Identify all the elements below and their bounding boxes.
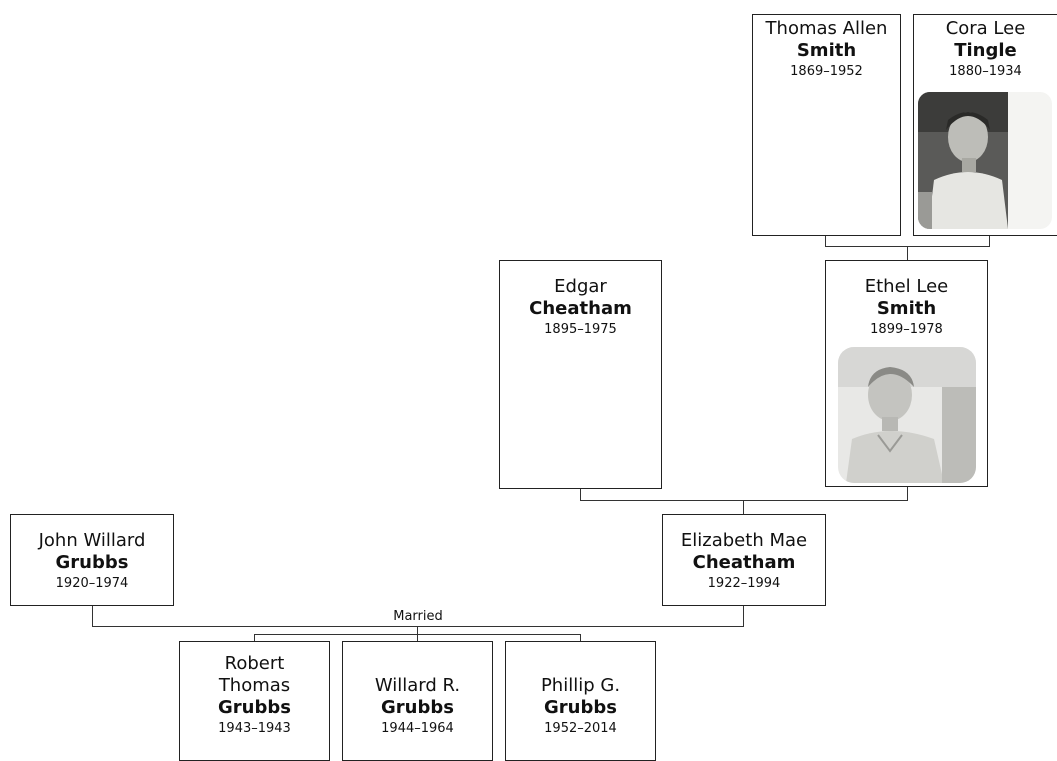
surname: Grubbs	[218, 697, 291, 718]
connector	[580, 500, 908, 501]
given-name: John Willard	[38, 530, 146, 551]
life-dates: 1944–1964	[381, 721, 454, 736]
given-name: Phillip G.	[540, 675, 621, 696]
surname: Cheatham	[529, 298, 632, 319]
marriage-label: Married	[393, 609, 443, 624]
surname: Cheatham	[692, 552, 796, 573]
connector	[92, 605, 93, 626]
person-card-edgar-cheatham[interactable]: Edgar Cheatham 1895–1975	[499, 260, 662, 489]
given-name: Willard R.	[374, 675, 461, 696]
given-name: Edgar	[554, 276, 607, 297]
life-dates: 1943–1943	[218, 721, 291, 736]
person-card-thomas-allen-smith[interactable]: Thomas Allen Smith 1869–1952	[752, 14, 901, 236]
connector	[417, 626, 418, 634]
given-name: Ethel Lee	[864, 276, 949, 297]
connector	[580, 634, 581, 641]
connector	[743, 500, 744, 514]
given-name: Robert Thomas	[218, 653, 291, 696]
connector	[417, 634, 418, 641]
surname: Smith	[876, 298, 937, 319]
life-dates: 1920–1974	[55, 576, 129, 591]
person-card-elizabeth-mae-cheatham[interactable]: Elizabeth Mae Cheatham 1922–1994	[662, 514, 826, 606]
connector	[907, 246, 908, 260]
connector	[580, 488, 581, 500]
given-name: Cora Lee	[945, 18, 1026, 39]
life-dates: 1869–1952	[790, 64, 863, 79]
connector	[989, 236, 990, 246]
life-dates: 1899–1978	[870, 322, 943, 337]
life-dates: 1952–2014	[544, 721, 617, 736]
surname: Tingle	[954, 40, 1017, 61]
person-card-john-willard-grubbs[interactable]: John Willard Grubbs 1920–1974	[10, 514, 174, 606]
surname: Grubbs	[55, 552, 129, 573]
life-dates: 1880–1934	[949, 64, 1022, 79]
person-card-robert-thomas-grubbs[interactable]: Robert Thomas Grubbs 1943–1943	[179, 641, 330, 761]
portrait-photo	[918, 92, 1052, 229]
marriage-line	[92, 626, 744, 627]
life-dates: 1895–1975	[544, 322, 617, 337]
person-card-phillip-g-grubbs[interactable]: Phillip G. Grubbs 1952–2014	[505, 641, 656, 761]
connector	[907, 486, 908, 500]
connector	[743, 605, 744, 626]
life-dates: 1922–1994	[707, 576, 781, 591]
person-card-ethel-lee-smith[interactable]: Ethel Lee Smith 1899–1978	[825, 260, 988, 487]
portrait-photo	[838, 347, 976, 483]
surname: Grubbs	[544, 697, 617, 718]
given-name: Elizabeth Mae	[680, 530, 808, 551]
surname: Smith	[796, 40, 857, 61]
person-card-cora-lee-tingle[interactable]: Cora Lee Tingle 1880–1934	[913, 14, 1057, 236]
connector	[825, 236, 826, 246]
given-name: Thomas Allen	[765, 18, 888, 39]
surname: Grubbs	[381, 697, 454, 718]
person-card-willard-r-grubbs[interactable]: Willard R. Grubbs 1944–1964	[342, 641, 493, 761]
connector	[254, 634, 255, 641]
